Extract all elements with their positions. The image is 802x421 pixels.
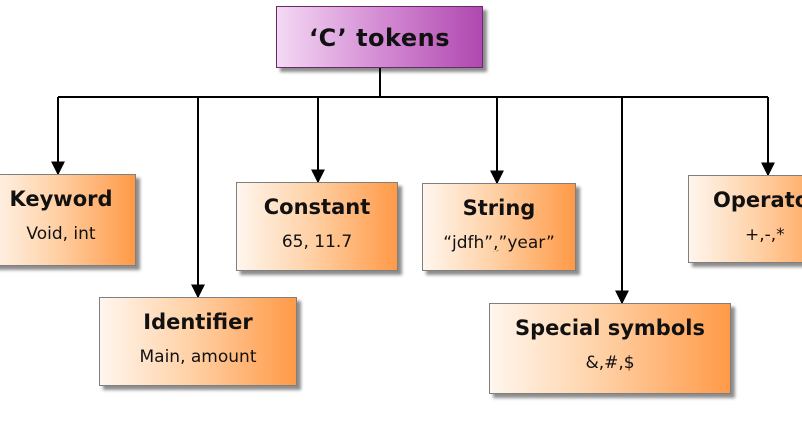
keyword-title: Keyword <box>9 187 113 211</box>
string-example-part-3: ”year” <box>498 233 555 253</box>
node-constant: Constant 65, 11.7 <box>236 182 398 271</box>
node-special-symbols: Special symbols &,#,$ <box>489 303 731 394</box>
node-string: String “jdfh”,”year” <box>422 183 576 271</box>
special-symbols-example: &,#,$ <box>585 353 635 373</box>
identifier-title: Identifier <box>143 310 253 334</box>
node-operators: Operators +,-,* <box>688 175 802 263</box>
root-node-c-tokens: ‘C’ tokens <box>276 6 483 68</box>
string-example: “jdfh”,”year” <box>423 235 575 252</box>
string-example-part-2: , <box>493 233 499 253</box>
operators-title: Operators <box>713 188 802 212</box>
node-identifier: Identifier Main, amount <box>99 297 297 386</box>
string-title: String <box>462 196 536 220</box>
string-example-part-1: “jdfh” <box>443 233 494 253</box>
node-keyword: Keyword Void, int <box>0 174 136 266</box>
operators-example: +,-,* <box>745 225 785 245</box>
special-symbols-title: Special symbols <box>515 316 705 340</box>
root-title: ‘C’ tokens <box>308 24 450 52</box>
identifier-example: Main, amount <box>139 347 257 367</box>
keyword-example: Void, int <box>26 224 96 244</box>
constant-example: 65, 11.7 <box>281 232 353 252</box>
constant-title: Constant <box>263 195 371 219</box>
